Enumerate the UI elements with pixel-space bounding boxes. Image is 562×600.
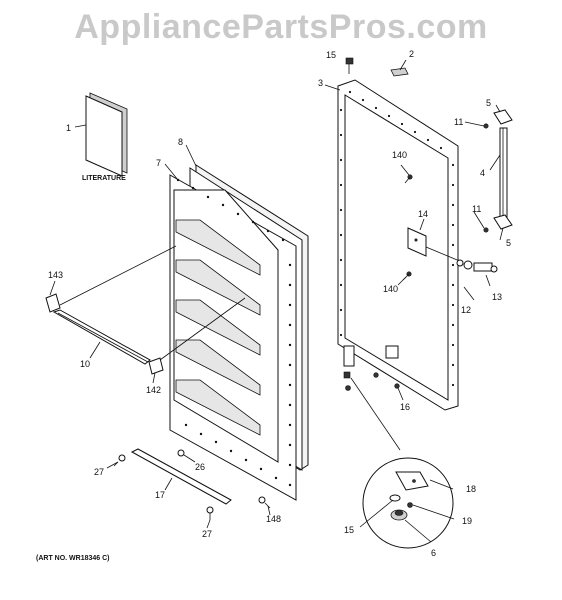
art-number: (ART NO. WR18346 C) — [36, 555, 110, 562]
watermark-text: AppliancePartsPros.com — [74, 8, 488, 46]
screw-140-upper — [404, 174, 413, 184]
callout-142: 142 — [146, 385, 161, 395]
callout-12: 12 — [461, 305, 471, 315]
screw-26 — [177, 449, 185, 457]
callout-140-lower: 140 — [383, 284, 398, 294]
callout-15-detail: 15 — [344, 525, 354, 535]
rail-end-cap-right — [148, 357, 164, 375]
rail-end-cap-left — [45, 293, 61, 313]
callout-15-top: 15 — [326, 50, 336, 60]
screw-148 — [258, 496, 271, 509]
screw-27-right — [206, 506, 214, 520]
literature-label: LITERATURE — [82, 175, 126, 182]
callout-18: 18 — [466, 484, 476, 494]
screw-15-top — [345, 57, 354, 74]
callout-26: 26 — [195, 462, 205, 472]
callout-5-top: 5 — [486, 98, 491, 108]
callout-140-upper: 140 — [392, 150, 407, 160]
screw-27-left — [113, 454, 126, 467]
door-handle — [499, 127, 508, 219]
handle-end-cap-top — [493, 109, 513, 125]
callout-13: 13 — [492, 292, 502, 302]
callout-11-bottom: 11 — [472, 204, 481, 214]
literature-booklet — [85, 92, 128, 177]
screw-16-left — [373, 372, 379, 378]
callout-8: 8 — [178, 137, 183, 147]
callout-4: 4 — [480, 168, 485, 178]
callout-17: 17 — [155, 490, 165, 500]
callout-6: 6 — [431, 548, 436, 558]
hinge-plate-2 — [390, 67, 409, 77]
callout-143: 143 — [48, 270, 63, 280]
lock-cylinder — [456, 259, 498, 273]
callout-11-top: 11 — [454, 117, 463, 127]
screw-16-right — [394, 383, 400, 389]
callout-2: 2 — [409, 49, 414, 59]
bottom-shelf-rail — [130, 448, 232, 505]
handle-end-cap-bottom — [493, 214, 513, 230]
handle-screw-top — [483, 123, 489, 129]
handle-screw-bottom — [483, 227, 489, 233]
callout-27-right: 27 — [202, 529, 212, 539]
callout-27-left: 27 — [94, 467, 104, 477]
callout-7: 7 — [156, 158, 161, 168]
lock-bracket — [407, 227, 427, 257]
callout-148: 148 — [266, 514, 281, 524]
door-liner-assembly — [169, 164, 309, 501]
callout-5-bottom: 5 — [506, 238, 511, 248]
callout-10: 10 — [80, 359, 90, 369]
callout-14: 14 — [418, 209, 428, 219]
hinge-bracket-bottom — [343, 345, 355, 391]
hinge-detail-callout — [362, 457, 454, 549]
shelf-rail — [52, 309, 151, 365]
callout-19: 19 — [462, 516, 472, 526]
callout-1: 1 — [66, 123, 71, 133]
callout-3: 3 — [318, 78, 323, 88]
outer-door-panel — [337, 79, 459, 411]
callout-16: 16 — [400, 402, 410, 412]
